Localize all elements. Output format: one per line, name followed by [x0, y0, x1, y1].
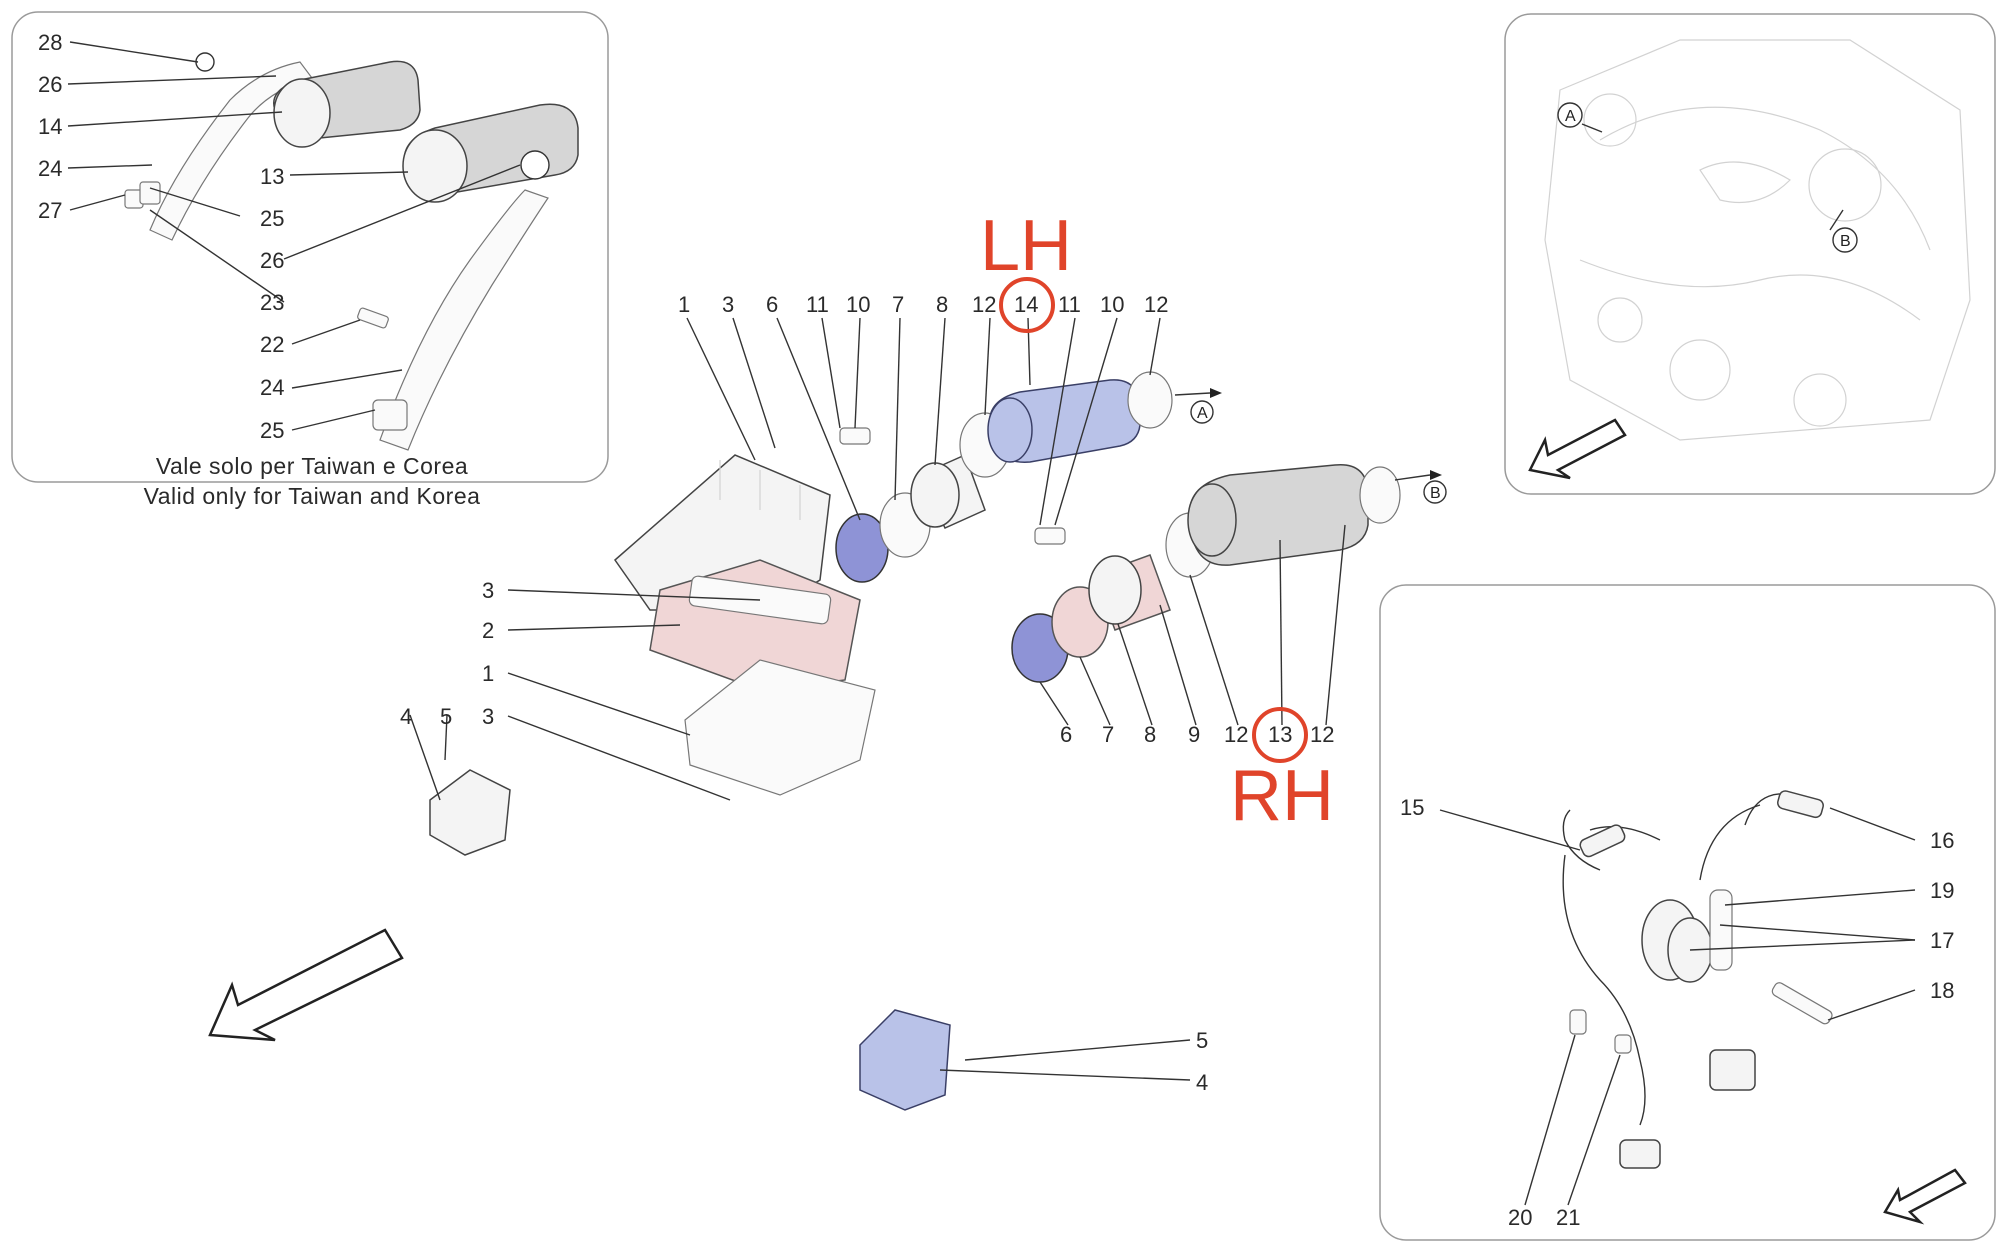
callout-number: 21: [1556, 1205, 1580, 1230]
callout-number: 22: [260, 332, 284, 357]
callout-number: 11: [806, 292, 829, 317]
callout-number: 4: [1196, 1070, 1208, 1095]
main-exploded-view: A B 1 3: [208, 206, 1447, 1111]
callout-number: 3: [482, 578, 494, 603]
callout-number: 14: [1014, 292, 1038, 317]
caption-english: Valid only for Taiwan and Korea: [144, 483, 481, 509]
callout-number: 23: [260, 290, 284, 315]
callout-number: 14: [38, 114, 62, 139]
arrow-label-b: B: [1430, 485, 1441, 502]
callout-number: 17: [1930, 928, 1954, 953]
arrow-label-a: A: [1565, 108, 1576, 125]
callout-number: 24: [38, 156, 62, 181]
callout-number: 25: [260, 206, 284, 231]
arrow-label-a: A: [1197, 405, 1208, 422]
callout-number: 4: [400, 704, 412, 729]
callout-number: 12: [1144, 292, 1168, 317]
callout-number: 12: [1224, 722, 1248, 747]
callout-number: 18: [1930, 978, 1954, 1003]
callout-number: 27: [38, 198, 62, 223]
inset-sensors: 15 16 19 17 18 20 21: [1379, 584, 1996, 1241]
rh-label: RH: [1230, 756, 1334, 836]
callout-number: 24: [260, 375, 284, 400]
callout-number: 13: [1268, 722, 1292, 747]
callout-number: 6: [1060, 722, 1072, 747]
callout-number: 26: [38, 72, 62, 97]
arrow-label-b: B: [1840, 233, 1851, 250]
callout-number: 26: [260, 248, 284, 273]
callout-number: 1: [678, 292, 690, 317]
callout-number: 15: [1400, 795, 1424, 820]
highlight-circle-13: [1252, 707, 1308, 763]
lh-label: LH: [980, 206, 1072, 286]
highlight-circle-14: [999, 277, 1055, 333]
callout-number: 28: [38, 30, 62, 55]
callout-number: 7: [892, 292, 904, 317]
inset-engine-overview: A B: [1504, 13, 1996, 495]
inset-taiwan-korea: 28 26 14 24 13 27 25 26 23 22 24 25 Vale…: [11, 11, 609, 509]
callout-number: 6: [766, 292, 778, 317]
callout-number: 16: [1930, 828, 1954, 853]
callout-number: 12: [972, 292, 996, 317]
callout-number: 20: [1508, 1205, 1532, 1230]
callout-number: 3: [722, 292, 734, 317]
callout-number: 1: [482, 661, 494, 686]
callout-number: 19: [1930, 878, 1954, 903]
callout-number: 10: [846, 292, 870, 317]
caption-italian: Vale solo per Taiwan e Corea: [156, 453, 468, 479]
callout-number: 2: [482, 618, 494, 643]
callout-number: 11: [1058, 292, 1081, 317]
callout-number: 8: [1144, 722, 1156, 747]
callout-number: 8: [936, 292, 948, 317]
callout-number: 7: [1102, 722, 1114, 747]
callout-number: 9: [1188, 722, 1200, 747]
callout-number: 12: [1310, 722, 1334, 747]
callout-number: 5: [1196, 1028, 1208, 1053]
callout-number: 10: [1100, 292, 1124, 317]
callout-number: 25: [260, 418, 284, 443]
callout-number: 5: [440, 704, 452, 729]
callout-number: 13: [260, 164, 284, 189]
callout-number: 3: [482, 704, 494, 729]
